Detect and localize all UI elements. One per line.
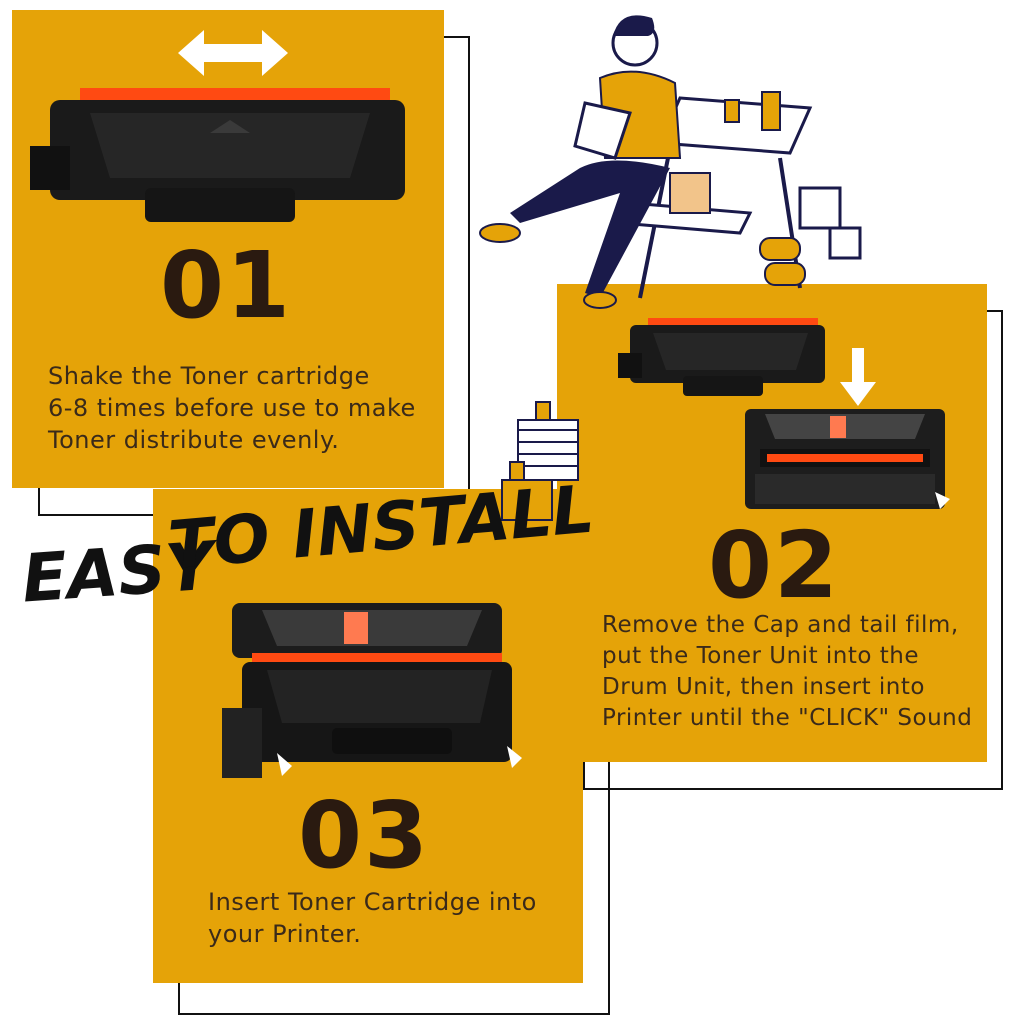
step2-description: Remove the Cap and tail film, put the To… <box>602 610 982 734</box>
step3-description: Insert Toner Cartridge into your Printer… <box>208 886 578 950</box>
step3-number: 03 <box>298 782 431 889</box>
step1-line: 6-8 times before use to make <box>48 394 416 422</box>
stacked-papers-illustration <box>501 401 579 521</box>
step1-line: Shake the Toner cartridge <box>48 362 370 390</box>
step3-line: Insert Toner Cartridge into <box>208 888 537 916</box>
step2-line: put the Toner Unit into the <box>602 643 920 669</box>
step2-line: Printer until the "CLICK" Sound <box>602 705 973 731</box>
step2-line: Drum Unit, then insert into <box>602 674 925 700</box>
step2-line: Remove the Cap and tail film, <box>602 612 959 638</box>
double-arrow-icon <box>178 30 288 76</box>
step1-number: 01 <box>160 232 293 339</box>
toner-cartridge-small-image <box>618 318 825 396</box>
down-arrow-icon <box>840 348 876 406</box>
printer-assembly-image <box>222 603 522 778</box>
step1-description: Shake the Toner cartridge 6-8 times befo… <box>48 360 438 456</box>
step1-line: Toner distribute evenly. <box>48 426 340 454</box>
step2-number: 02 <box>708 512 841 619</box>
person-at-desk-illustration <box>479 15 862 309</box>
step3-line: your Printer. <box>208 920 362 948</box>
toner-cartridge-image <box>30 88 405 222</box>
drum-unit-image <box>745 409 950 509</box>
